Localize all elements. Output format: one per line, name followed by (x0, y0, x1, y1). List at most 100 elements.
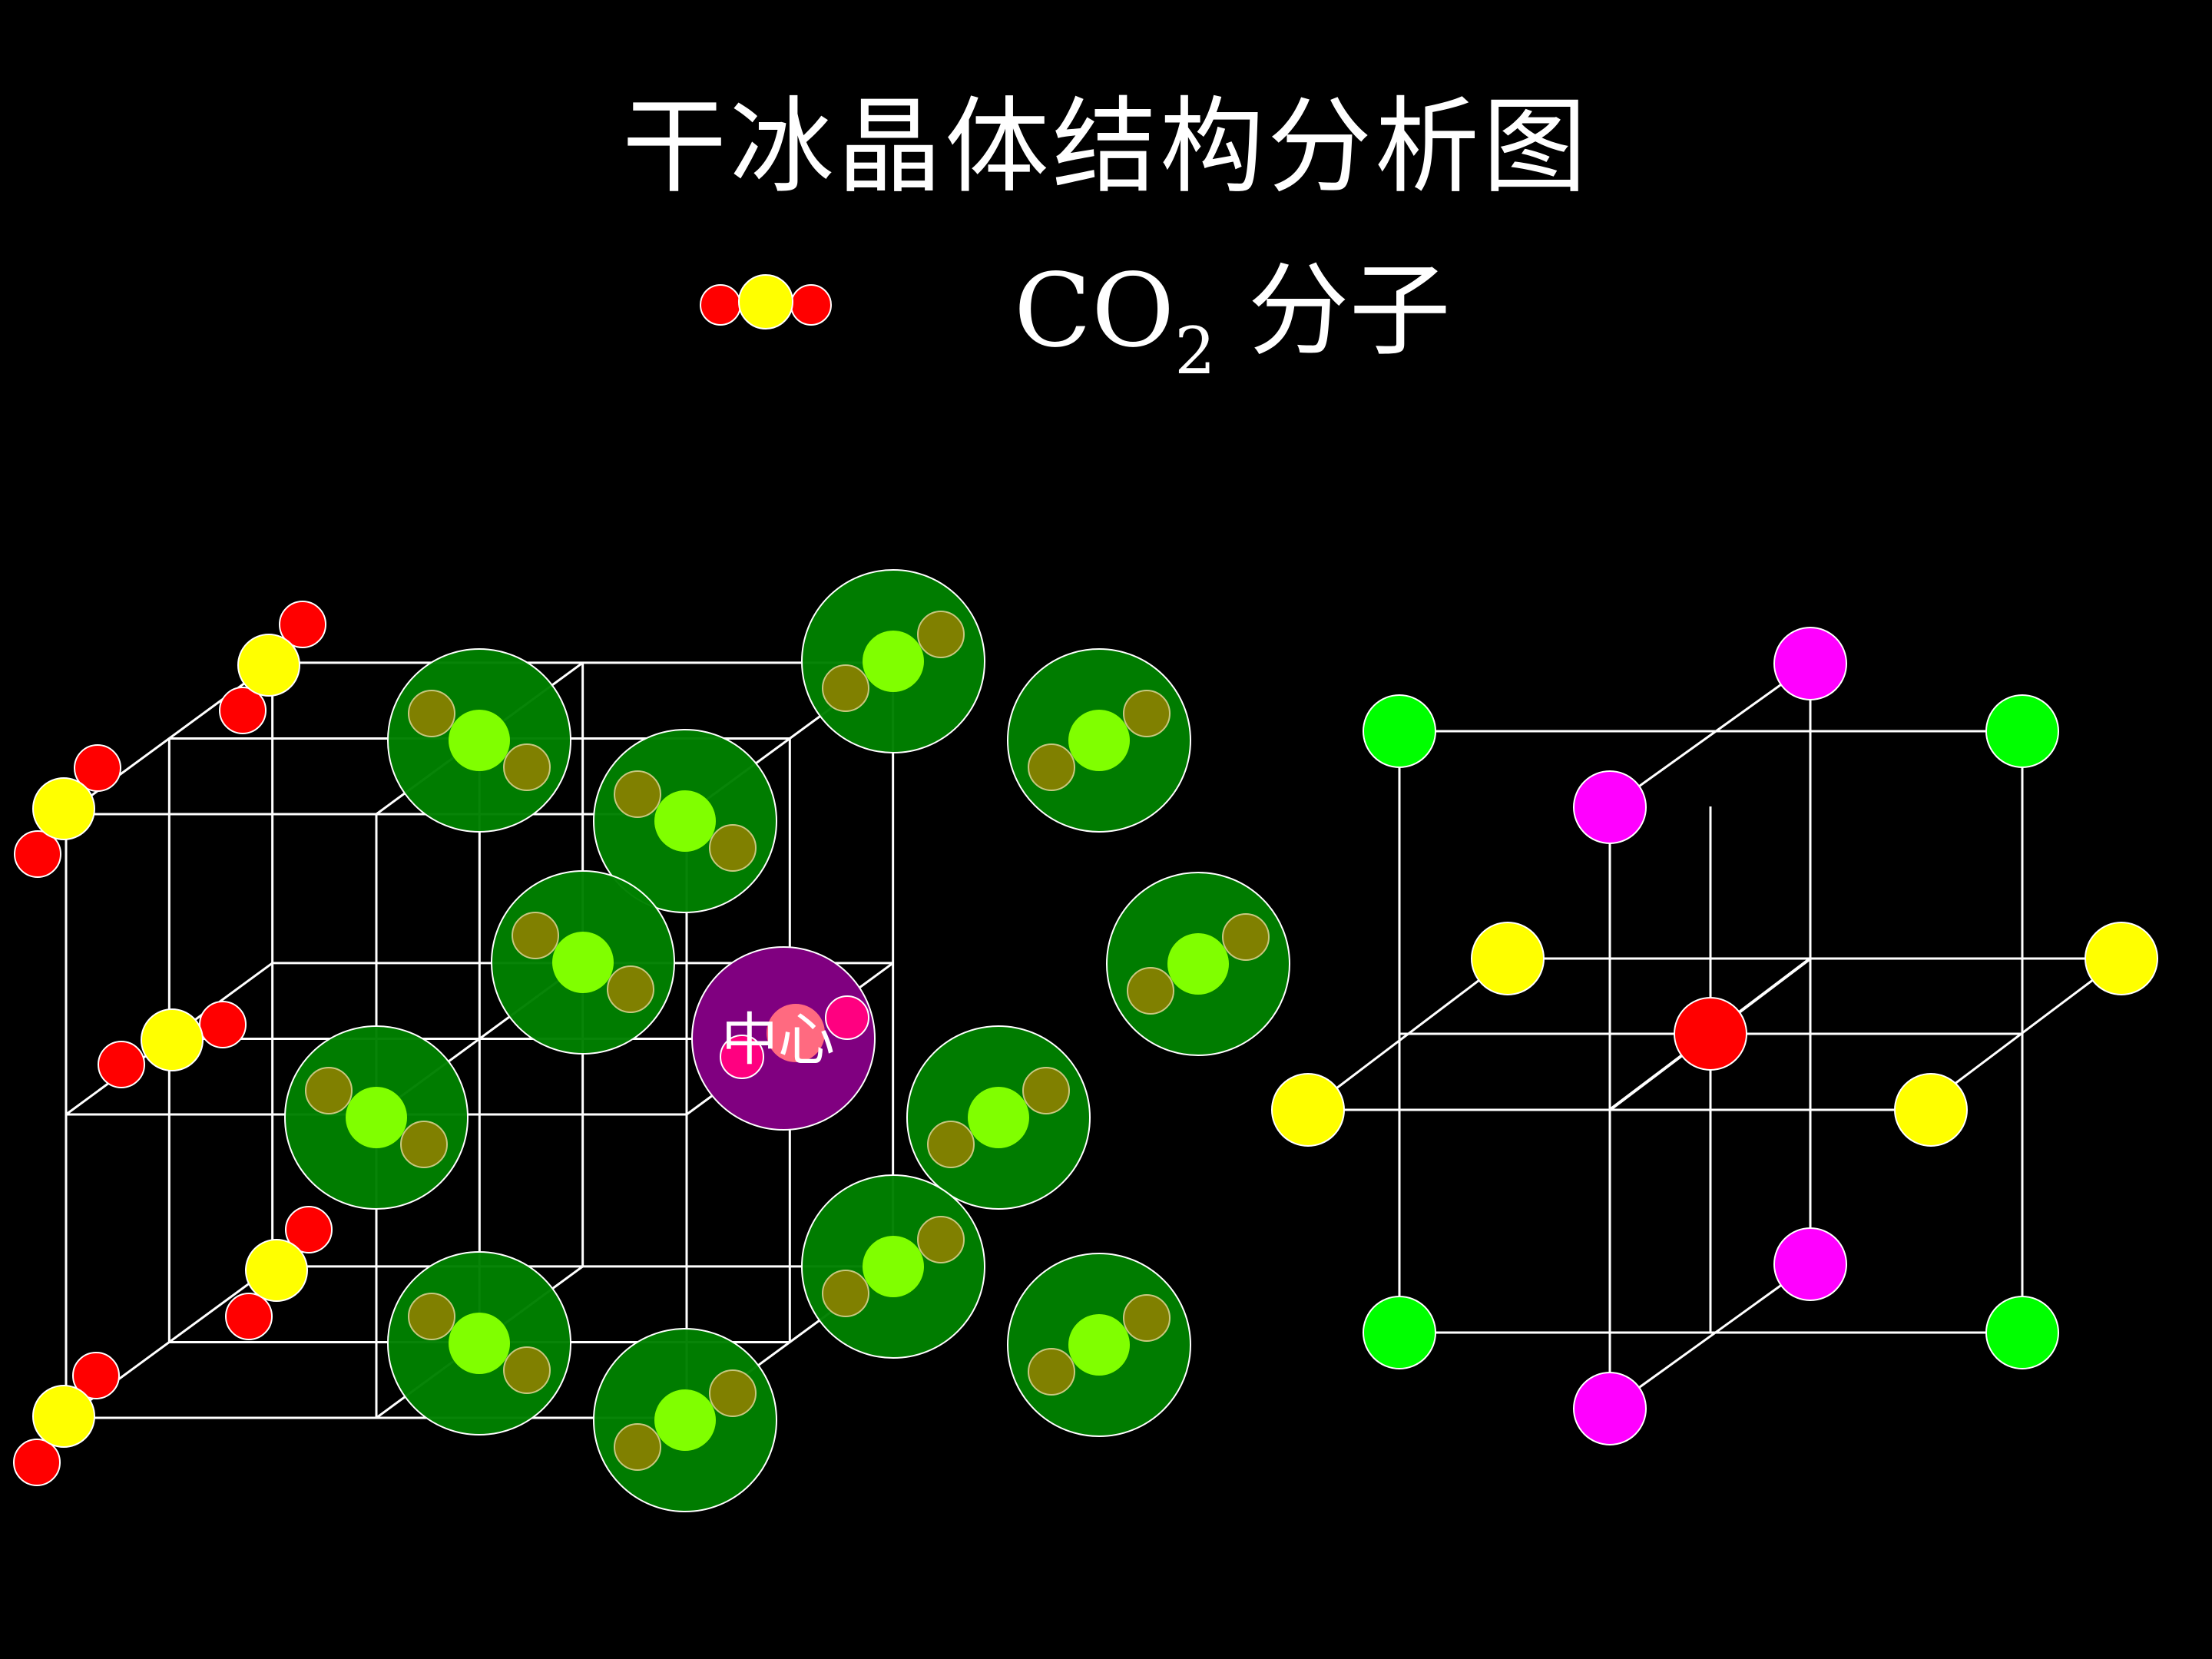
carbon-atom (32, 1385, 95, 1448)
oxygen-atom (225, 1293, 273, 1340)
carbon-atom (449, 1313, 510, 1374)
oxygen-atom (700, 284, 741, 326)
oxygen-atom (408, 1293, 455, 1340)
neighbor-line (1609, 1263, 1811, 1410)
co2-sphere (387, 1251, 571, 1435)
oxygen-atom (98, 1041, 145, 1088)
oxygen-atom (13, 1439, 61, 1486)
oxygen-atom (219, 687, 267, 734)
neighbor-lattice (1307, 662, 2122, 1410)
co2-sphere (284, 1025, 469, 1210)
neighbor-atoms (1271, 627, 2158, 1445)
oxygen-atom (14, 830, 61, 878)
oxygen-atom (400, 1121, 448, 1168)
oxygen-atom (917, 1216, 965, 1263)
center-label: 中心 (721, 1007, 835, 1073)
oxygen-atom (709, 824, 757, 872)
carbon-atom (449, 710, 510, 771)
oxygen-atom (1028, 1348, 1075, 1396)
oxygen-atom (305, 1067, 353, 1114)
oxygen-atom (720, 1035, 764, 1079)
carbon-atom (738, 274, 793, 329)
neighbor-line (1307, 957, 1508, 1111)
carbon-atom (32, 777, 95, 840)
oxygen-atom (279, 601, 326, 648)
co2-sphere (593, 729, 777, 913)
legend-formula: CO (1014, 252, 1175, 370)
carbon-atom (1068, 1314, 1130, 1376)
carbon-atom (552, 932, 614, 993)
oxygen-atom (614, 1423, 661, 1471)
neighbor-green-atom (1985, 694, 2059, 768)
co2-sphere (801, 1174, 985, 1359)
neighbor-line (1609, 662, 1811, 809)
co2-sphere (491, 870, 675, 1055)
co2-sphere (801, 569, 985, 753)
legend-label: CO2 分子 (1014, 253, 1451, 409)
neighbor-magenta-atom (1773, 1227, 1847, 1301)
oxygen-atom (503, 743, 551, 791)
neighbor-yellow-atom (1471, 922, 1545, 995)
center-molecule (691, 946, 876, 1131)
co2-sphere (387, 648, 571, 833)
oxygen-atom (285, 1206, 333, 1253)
oxygen-atom (822, 664, 869, 712)
slide-title: 干冰晶体结构分析图 (622, 87, 1590, 208)
co2-molecule (219, 601, 326, 734)
co2-molecule (98, 1001, 247, 1088)
carbon-atom (863, 1236, 924, 1297)
co2-molecule (13, 1352, 120, 1486)
carbon-atom (654, 790, 716, 852)
oxygen-atom (607, 965, 654, 1013)
carbon-atom (1167, 933, 1229, 995)
carbon-atom (1068, 710, 1130, 771)
neighbor-green-atom (1363, 694, 1436, 768)
carbon-atom (245, 1239, 308, 1302)
neighbor-yellow-atom (1894, 1073, 1968, 1147)
neighbor-center-atom (1674, 997, 1747, 1071)
neighbor-magenta-atom (1573, 1372, 1647, 1445)
co2-sphere (593, 1328, 777, 1512)
co2-molecule-icon (700, 274, 832, 329)
oxygen-atom (503, 1346, 551, 1394)
neighbor-yellow-atom (1271, 1073, 1345, 1147)
co2-sphere (1007, 648, 1191, 833)
cell-molecules (284, 569, 1290, 1512)
oxygen-atom (927, 1121, 975, 1168)
carbon-atom (654, 1389, 716, 1451)
co2-molecule (225, 1206, 333, 1340)
oxygen-atom (614, 770, 661, 818)
legend-subscript: 2 (1174, 313, 1216, 389)
oxygen-atom (74, 744, 121, 792)
co2-sphere (1007, 1253, 1191, 1437)
oxygen-atom (1123, 1294, 1171, 1342)
carbon-atom (141, 1008, 204, 1071)
co2-sphere (906, 1025, 1091, 1210)
oxygen-atom (790, 284, 832, 326)
carbon-atom (863, 631, 924, 692)
neighbor-magenta-atom (1573, 770, 1647, 844)
oxygen-atom (199, 1001, 247, 1048)
oxygen-atom (1028, 743, 1075, 791)
oxygen-atom (709, 1369, 757, 1417)
co2-molecule (14, 744, 121, 878)
edge-molecules (13, 601, 333, 1486)
carbon-atom (968, 1087, 1029, 1148)
oxygen-atom (822, 1270, 869, 1317)
oxygen-atom (72, 1352, 120, 1399)
legend-suffix: 分子 (1215, 252, 1451, 370)
oxygen-atom (1127, 967, 1174, 1015)
oxygen-atom (825, 995, 869, 1040)
neighbor-yellow-atom (2085, 922, 2158, 995)
oxygen-atom (1222, 913, 1270, 961)
co2-sphere (1106, 872, 1290, 1056)
oxygen-atom (512, 912, 559, 959)
neighbor-green-atom (1363, 1296, 1436, 1369)
oxygen-atom (1123, 690, 1171, 737)
oxygen-atom (1022, 1067, 1070, 1114)
neighbor-green-atom (1985, 1296, 2059, 1369)
neighbor-magenta-atom (1773, 627, 1847, 700)
carbon-atom (767, 1004, 825, 1062)
oxygen-atom (408, 690, 455, 737)
